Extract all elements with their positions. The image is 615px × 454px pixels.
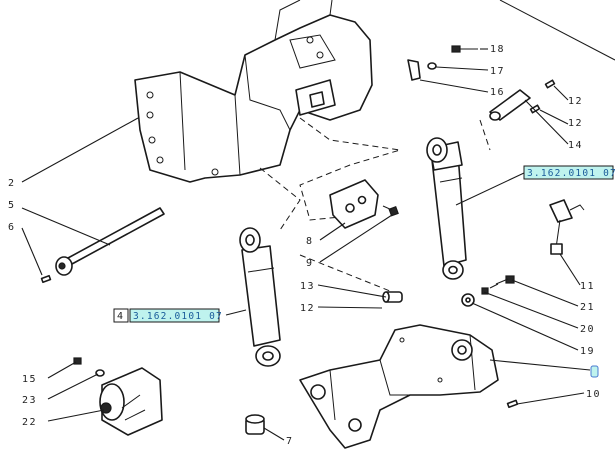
callout-10[interactable]: 10 [586,389,601,400]
assembly-dash-line-4 [479,119,491,151]
screw-part-18[interactable] [451,45,478,53]
callout-8[interactable]: 8 [306,236,314,247]
callout-6[interactable]: 6 [8,222,16,233]
callout-14[interactable]: 14 [568,140,583,151]
block-part-8[interactable] [329,179,379,229]
callout-12[interactable]: 12 [568,118,583,129]
nut-part-20-small[interactable] [481,287,489,295]
bolt-part-21[interactable] [489,275,515,289]
callout-13[interactable]: 13 [300,281,315,292]
pin-part-12-upper[interactable] [544,79,556,89]
long-pin-part-5[interactable] [55,207,165,276]
reference-lower[interactable]: 4 3.162.0101 07 [113,308,223,323]
pin-part-10[interactable] [506,399,519,409]
callout-9[interactable]: 9 [306,258,314,269]
callout-19[interactable]: 19 [580,346,595,357]
callout-21[interactable]: 21 [580,302,595,313]
callout-20[interactable]: 20 [580,324,595,335]
callout-12[interactable]: 12 [300,303,315,314]
callout-23[interactable]: 23 [22,395,37,406]
main-bracket-part[interactable] [134,0,373,183]
assembly-dash-line [299,117,401,221]
screw-part-15[interactable] [73,357,82,365]
hydraulic-cylinder-lower[interactable] [239,227,281,367]
hydraulic-cylinder-upper[interactable] [426,137,467,280]
washer-part-23[interactable] [95,369,105,377]
reference-upper[interactable]: 3.162.0101 07 [523,165,615,180]
callout-22[interactable]: 22 [22,417,37,428]
callout-2[interactable]: 2 [8,178,16,189]
callout-labels: 2 5 6 18 17 16 12 12 14 8 9 13 12 11 21 … [8,44,601,447]
callout-18[interactable]: 18 [490,44,505,55]
assembly-dash-line-3 [299,254,401,296]
callout-17[interactable]: 17 [490,66,505,77]
callout-5[interactable]: 5 [8,200,16,211]
leader-lines [21,48,591,441]
selection-marker[interactable] [590,365,599,378]
sensor-part-11[interactable] [549,199,585,255]
bracket-part-16[interactable] [407,59,421,81]
lever-arm-part-19[interactable] [299,324,499,449]
callout-15[interactable]: 15 [22,374,37,385]
housing-part-22[interactable] [99,367,163,436]
bushing-part-7[interactable] [245,414,265,435]
assembly-dash-line-2 [259,167,301,231]
washer-part-17[interactable] [427,62,437,70]
callout-11[interactable]: 11 [580,281,595,292]
reference-lower-label: 3.162.0101 07 [133,311,223,322]
pin-part-14[interactable] [489,89,531,121]
pin-part-6[interactable] [40,274,52,284]
frame-corner-line [499,0,615,61]
bolt-part-9[interactable] [382,205,399,217]
reference-lower-tag: 4 [117,311,125,322]
reference-upper-label: 3.162.0101 07 [527,168,615,179]
callout-16[interactable]: 16 [490,87,505,98]
callout-7[interactable]: 7 [286,436,294,447]
washer-part-20[interactable] [461,293,475,307]
callout-12[interactable]: 12 [568,96,583,107]
